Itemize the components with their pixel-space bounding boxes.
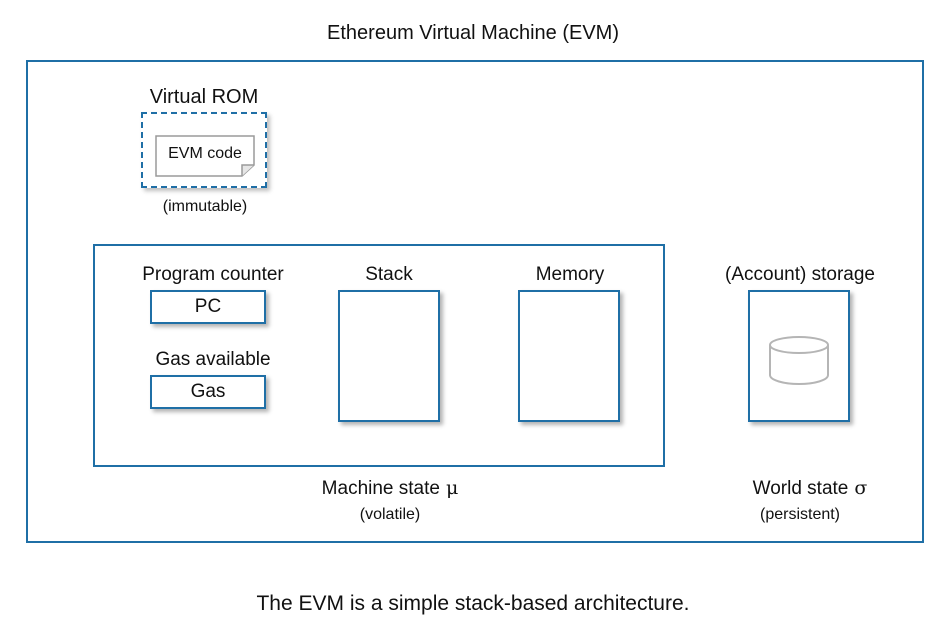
storage-box (748, 290, 850, 422)
memory-label: Memory (535, 264, 605, 285)
program-counter-label: Program counter (142, 264, 284, 285)
sigma-symbol: σ (854, 477, 868, 499)
volatile-note: (volatile) (359, 506, 421, 523)
virtual-rom-box (141, 112, 267, 188)
mu-symbol: μ (445, 477, 459, 499)
machine-state-frame (93, 244, 665, 467)
gas-box: Gas (150, 375, 266, 409)
gas-available-label: Gas available (155, 349, 271, 370)
pc-box: PC (150, 290, 266, 324)
world-state-text: World state (752, 478, 849, 499)
document-icon (155, 135, 255, 177)
persistent-note: (persistent) (759, 506, 841, 523)
diagram-caption: The EVM is a simple stack-based architec… (256, 592, 690, 615)
machine-state-text: Machine state (321, 478, 440, 499)
account-storage-label: (Account) storage (725, 264, 875, 285)
database-icon (769, 336, 829, 385)
immutable-note: (immutable) (162, 198, 248, 215)
virtual-rom-label: Virtual ROM (149, 86, 259, 108)
memory-box (518, 290, 620, 422)
evm-frame (26, 60, 924, 543)
evm-code-label: EVM code (168, 145, 242, 162)
stack-label: Stack (365, 264, 413, 285)
stack-box (338, 290, 440, 422)
diagram-title: Ethereum Virtual Machine (EVM) (327, 22, 619, 44)
